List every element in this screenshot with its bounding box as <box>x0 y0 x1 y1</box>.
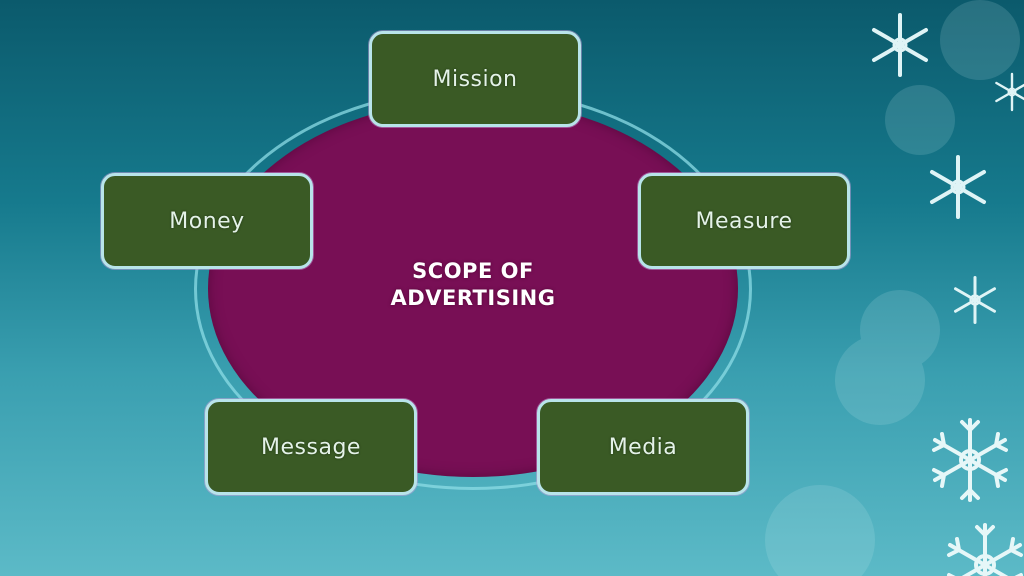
node-label: Media <box>608 434 678 460</box>
node-money: Money <box>101 173 313 269</box>
node-media: Media <box>537 399 749 495</box>
node-message: Message <box>205 399 417 495</box>
node-label: Message <box>261 434 361 460</box>
node-mission: Mission <box>369 31 581 127</box>
node-measure: Measure <box>638 173 850 269</box>
center-title-line1: SCOPE OF <box>412 259 534 283</box>
node-label: Money <box>169 208 245 234</box>
node-label: Measure <box>695 208 793 234</box>
center-title-line2: ADVERTISING <box>390 286 556 310</box>
center-title: SCOPE OF ADVERTISING <box>323 258 623 312</box>
node-label: Mission <box>432 66 518 92</box>
